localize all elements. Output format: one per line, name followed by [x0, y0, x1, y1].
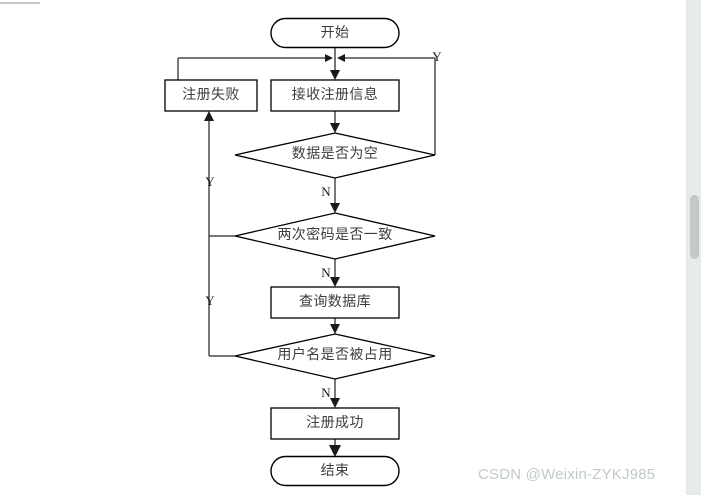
node-register-failed-label: 注册失败 — [182, 87, 240, 103]
edge-query-to-name-taken — [330, 318, 340, 334]
node-is-data-empty-label: 数据是否为空 — [292, 146, 378, 162]
node-register-success[interactable]: 注册成功 — [270, 407, 400, 440]
edge-junction-to-receive — [330, 58, 340, 80]
node-is-username-taken[interactable]: 用户名是否被占用 — [234, 333, 436, 380]
edge-pwd-match-yes — [204, 111, 235, 237]
flowchart-edges — [177, 47, 436, 457]
node-query-database-label: 查询数据库 — [299, 294, 371, 310]
vertical-scrollbar-track[interactable] — [686, 0, 701, 495]
node-passwords-match-label: 两次密码是否一致 — [277, 226, 392, 243]
node-register-success-label: 注册成功 — [306, 415, 364, 431]
edge-name-taken-no — [330, 379, 340, 408]
node-start[interactable]: 开始 — [270, 17, 400, 49]
vertical-scrollbar-thumb[interactable] — [690, 195, 699, 259]
edge-receive-to-data-empty — [330, 111, 340, 133]
node-register-failed[interactable]: 注册失败 — [164, 79, 258, 112]
flowchart-nodes: 开始 注册失败 接收注册信息 数据是否为空 两次密码是否一致 — [164, 17, 436, 487]
node-start-label: 开始 — [321, 25, 350, 41]
edge-label-yes-username-taken: Y — [205, 293, 215, 308]
edge-label-no-username-taken: N — [321, 385, 331, 400]
edge-label-no-data-empty: N — [321, 184, 331, 199]
node-end[interactable]: 结束 — [270, 455, 400, 487]
edge-label-yes-passwords-match: Y — [205, 174, 215, 189]
edge-name-taken-yes — [208, 236, 235, 357]
edge-data-empty-no — [330, 178, 340, 213]
node-receive-registration-info-label: 接收注册信息 — [292, 86, 378, 103]
csdn-watermark: CSDN @Weixin-ZYKJ985 — [478, 466, 656, 483]
edge-label-no-passwords-match: N — [321, 265, 331, 280]
node-is-data-empty[interactable]: 数据是否为空 — [234, 132, 436, 179]
edge-junction-bar — [178, 54, 435, 62]
edge-pwd-match-no — [330, 259, 340, 287]
edge-label-yes-top-right: Y — [432, 49, 442, 64]
node-passwords-match[interactable]: 两次密码是否一致 — [234, 212, 436, 260]
edge-success-to-end — [329, 439, 341, 457]
node-receive-registration-info[interactable]: 接收注册信息 — [270, 79, 400, 112]
node-query-database[interactable]: 查询数据库 — [270, 286, 400, 319]
page-top-rule — [0, 2, 40, 4]
node-end-label: 结束 — [321, 463, 350, 479]
node-is-username-taken-label: 用户名是否被占用 — [277, 346, 392, 363]
flowchart-edge-labels: Y N Y N Y N — [205, 49, 442, 400]
